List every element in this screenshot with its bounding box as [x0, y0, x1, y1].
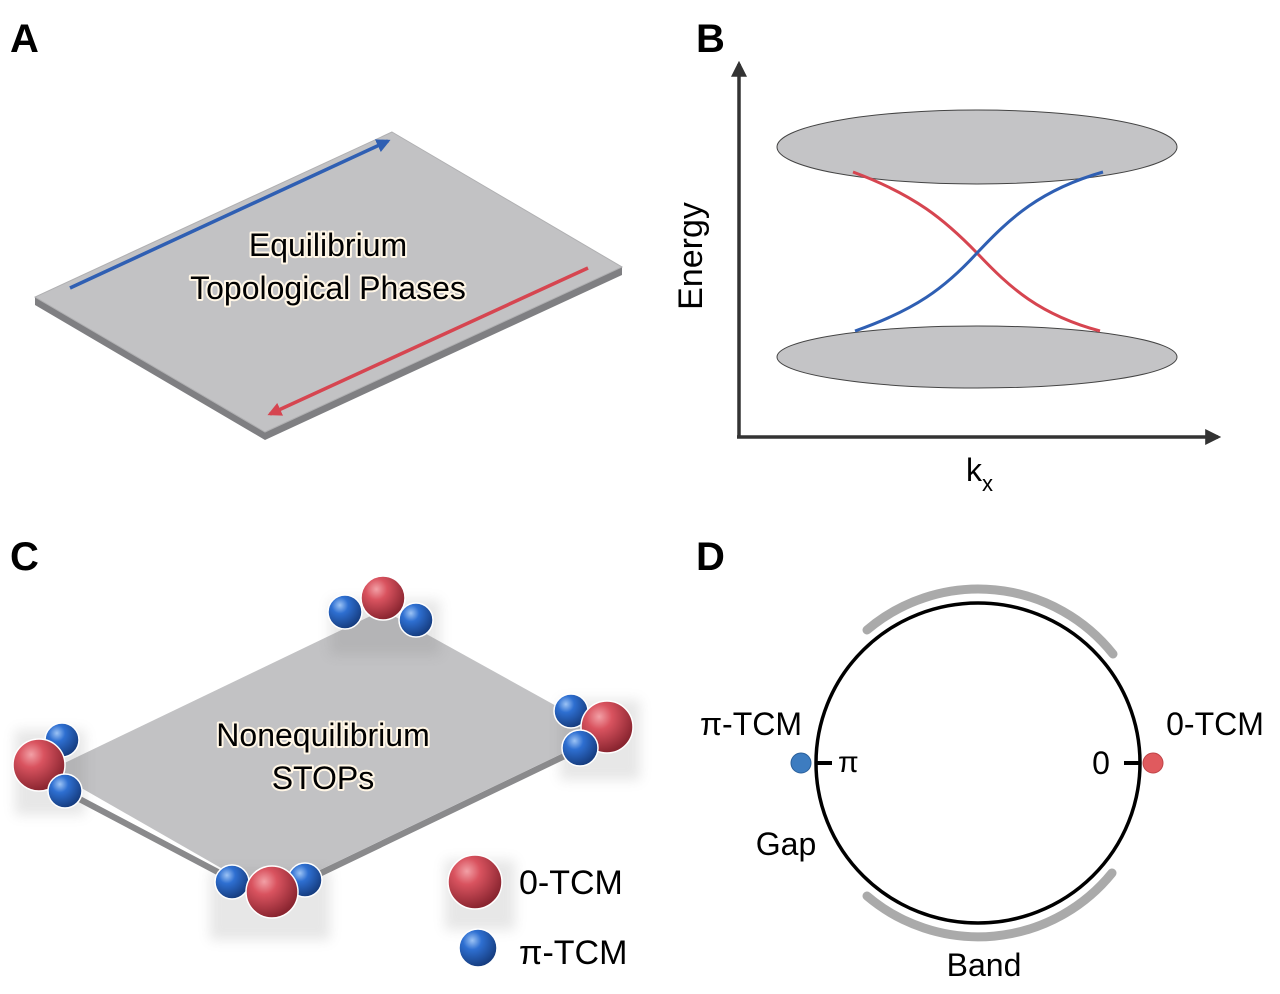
panel-letter-c: C: [10, 535, 39, 579]
zero-tcm-label: 0-TCM: [1166, 706, 1264, 742]
zero-tick-label: 0: [1092, 745, 1110, 781]
edge-mode-arrow-blue: [69, 139, 391, 290]
band-label: Band: [947, 947, 1022, 983]
panel-b: B Energy kx: [672, 17, 1222, 496]
nonequilibrium-slab: [50, 610, 605, 895]
panel-c: C Nonequilibrium STOPs: [10, 535, 640, 972]
zero-tcm-sphere: [12, 738, 66, 792]
panel-c-title-line2: STOPs: [272, 760, 375, 796]
x-axis-label: kx: [966, 452, 993, 496]
slab-edge: [35, 267, 622, 440]
legend: 0-TCM π-TCM: [447, 854, 627, 972]
legend-swatch-zero-tcm: [447, 854, 503, 910]
pi-tcm-sphere: [47, 773, 83, 809]
x-axis-label-main: k: [966, 452, 983, 488]
panel-letter-a: A: [10, 17, 39, 61]
pi-tcm-sphere: [327, 594, 363, 630]
panel-a: A Equilibrium Topological Phases: [10, 17, 624, 440]
pi-tcm-sphere: [561, 729, 599, 767]
panel-d: D π-TCM 0-TCM π 0 Gap Band: [696, 535, 1264, 983]
pi-tick-label: π: [838, 746, 859, 779]
panel-a-title-line2: Topological Phases: [190, 270, 466, 306]
panel-letter-b: B: [696, 17, 725, 61]
band-arc-bottom: [862, 868, 1117, 942]
gap-label: Gap: [756, 826, 816, 862]
legend-swatch-pi-tcm: [458, 928, 498, 968]
pi-tcm-dot: [790, 752, 812, 774]
panel-letter-d: D: [696, 535, 725, 579]
pi-tcm-label: π-TCM: [700, 706, 802, 742]
edge-mode-arrow-red: [267, 266, 589, 416]
pi-tcm-sphere: [214, 864, 250, 900]
x-axis-label-subscript: x: [982, 471, 993, 496]
cluster-top: [327, 575, 434, 638]
legend-label-zero-tcm: 0-TCM: [519, 864, 623, 902]
legend-label-pi-tcm: π-TCM: [519, 934, 627, 972]
zero-tcm-sphere: [245, 865, 299, 919]
zero-tcm-dot: [1142, 752, 1164, 774]
pi-tcm-sphere: [398, 602, 434, 638]
band-arc-top: [862, 584, 1118, 659]
edge-state-blue: [854, 170, 1104, 333]
equilibrium-slab: [33, 131, 624, 433]
upper-bulk-band: [776, 109, 1178, 185]
cluster-right: [553, 693, 634, 767]
lower-bulk-band: [776, 325, 1178, 389]
slab-edge-c: [50, 733, 605, 902]
panel-c-title-line1: Nonequilibrium: [216, 717, 429, 753]
cluster-left: [12, 722, 83, 809]
cluster-bottom: [214, 862, 323, 919]
panel-a-title-line1: Equilibrium: [249, 227, 407, 263]
zero-tcm-sphere: [360, 575, 406, 621]
y-axis-label: Energy: [672, 202, 710, 310]
